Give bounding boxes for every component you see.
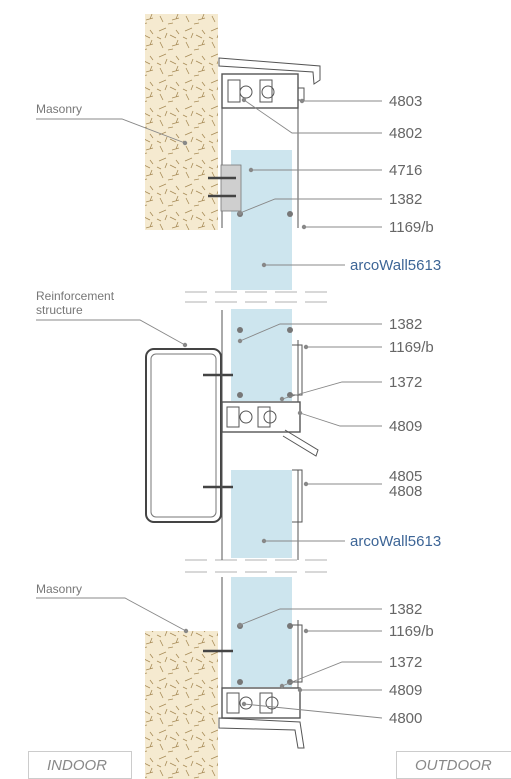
callout-4802: 4802 bbox=[389, 125, 422, 142]
callout-arcowall-mid: arcoWall5613 bbox=[350, 533, 441, 550]
callout-arcowall-top: arcoWall5613 bbox=[350, 257, 441, 274]
callout-4805: 4805 bbox=[389, 468, 422, 485]
break-lines-lower bbox=[185, 559, 335, 573]
callout-1382-top: 1382 bbox=[389, 191, 422, 208]
masonry-top-block bbox=[145, 14, 218, 230]
callout-4800: 4800 bbox=[389, 710, 422, 727]
anchor-plate bbox=[220, 164, 242, 212]
leader-lines-left bbox=[36, 118, 189, 634]
masonry-top-label: Masonry bbox=[36, 102, 82, 116]
glass-pane-bottom bbox=[231, 577, 292, 687]
reinforcement-screws bbox=[203, 373, 233, 489]
glass-pane-upper-mid bbox=[231, 309, 292, 401]
callout-1169b-bot: 1169/b bbox=[389, 623, 434, 640]
outdoor-label-box: OUTDOOR bbox=[396, 751, 511, 779]
callout-4809-mid: 4809 bbox=[389, 418, 422, 435]
indoor-label: INDOOR bbox=[47, 756, 107, 774]
callout-4808: 4808 bbox=[389, 483, 422, 500]
anchor-screws-top bbox=[208, 176, 236, 198]
callout-1169b-mid: 1169/b bbox=[389, 339, 434, 356]
callout-1169b-top: 1169/b bbox=[389, 219, 434, 236]
middle-profile-assembly bbox=[221, 310, 319, 560]
callout-1372-bot: 1372 bbox=[389, 654, 422, 671]
callout-1382-mid: 1382 bbox=[389, 316, 422, 333]
callout-4809-bot: 4809 bbox=[389, 682, 422, 699]
callout-1382-bot: 1382 bbox=[389, 601, 422, 618]
reinforcement-label-line1: Reinforcement bbox=[36, 289, 115, 303]
top-profile-assembly bbox=[218, 57, 321, 228]
glass-pane-lower-mid bbox=[231, 470, 292, 558]
break-lines-upper bbox=[185, 291, 335, 303]
callout-4716: 4716 bbox=[389, 162, 422, 179]
callout-4803: 4803 bbox=[389, 93, 422, 110]
bottom-profile-assembly bbox=[218, 577, 305, 749]
outdoor-label: OUTDOOR bbox=[415, 756, 492, 774]
gasket-middle bbox=[237, 327, 293, 398]
reinforcement-label-line2: structure bbox=[36, 303, 83, 317]
masonry-bottom-label: Masonry bbox=[36, 582, 82, 596]
masonry-bottom-block bbox=[145, 631, 218, 779]
reinforcement-tube bbox=[145, 348, 222, 523]
callout-1372-mid: 1372 bbox=[389, 374, 422, 391]
indoor-label-box: INDOOR bbox=[28, 751, 132, 779]
leader-lines-right bbox=[237, 97, 383, 719]
